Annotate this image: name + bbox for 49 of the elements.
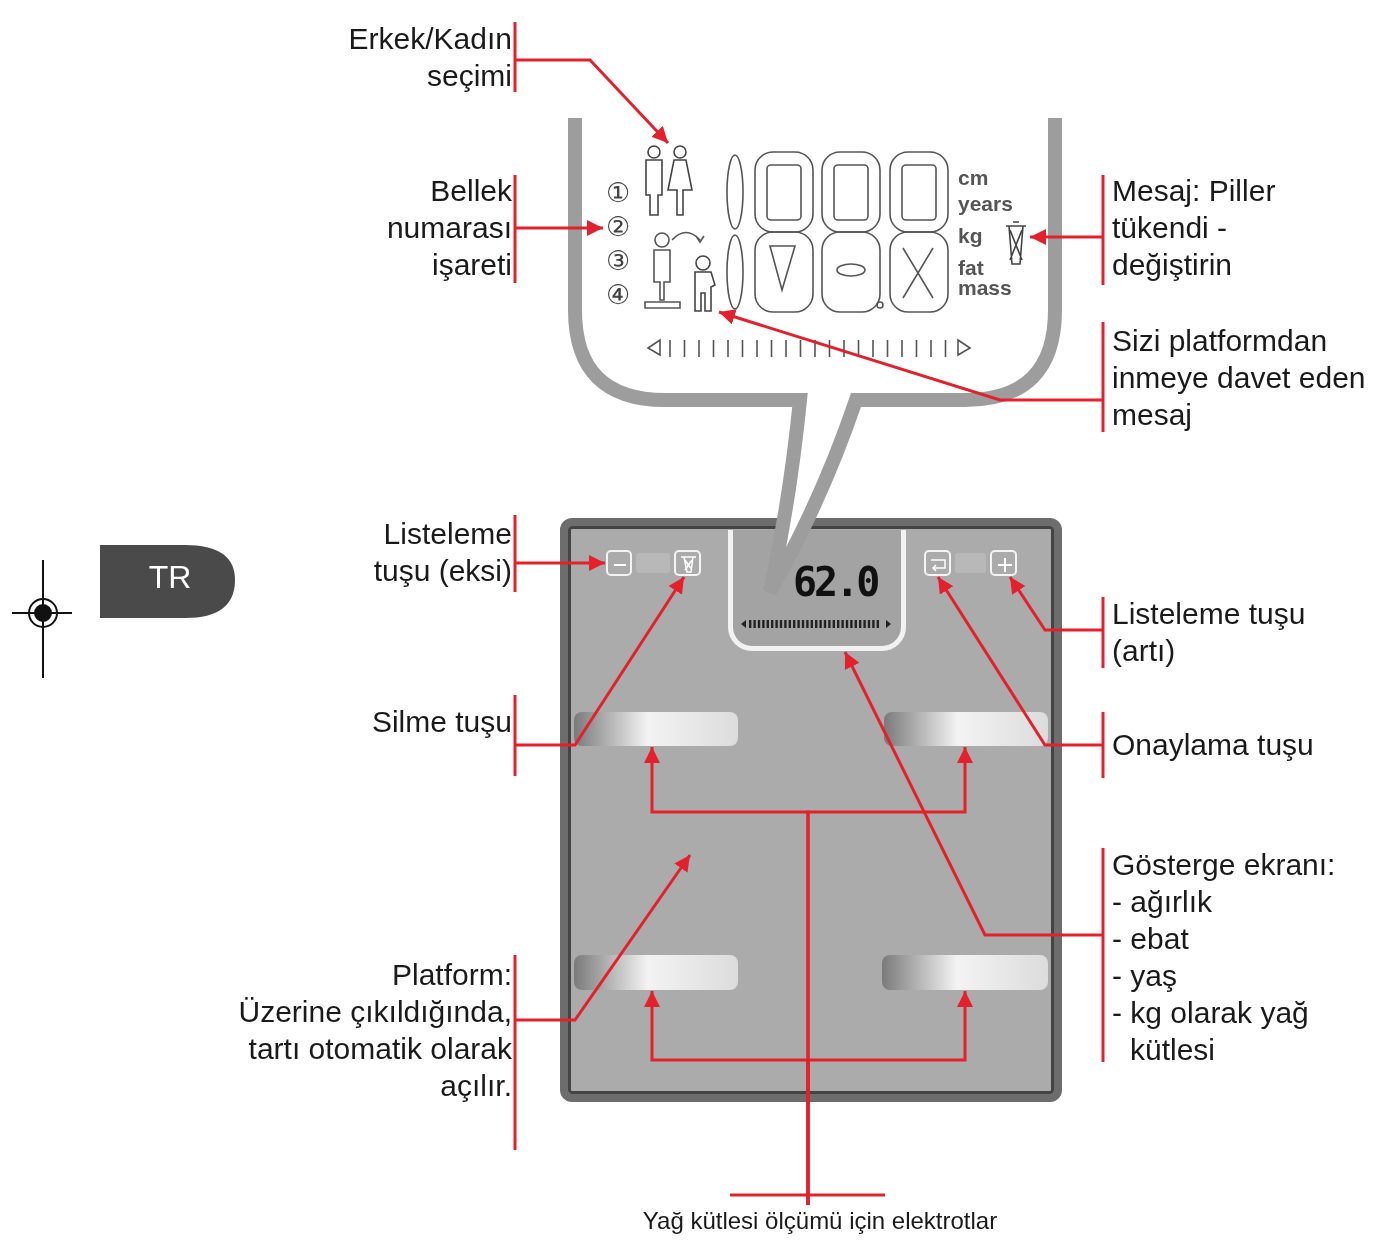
list-item: - ebat	[1112, 921, 1190, 957]
list-item: - kg olarak yağ kütlesi	[1112, 995, 1310, 1068]
electrode-pad	[574, 712, 738, 746]
memory-number: ②	[606, 212, 630, 242]
gender-icons	[643, 145, 693, 217]
leader-line	[1008, 576, 1103, 632]
list-item: - yaş	[1112, 958, 1178, 994]
callout-text: Bellek numarası işareti	[352, 172, 512, 283]
battery-icon	[1003, 220, 1029, 266]
callout-text: Yağ kütlesi ölçümü için elektrotlar	[560, 1205, 1080, 1237]
plus-key	[990, 550, 1017, 576]
leader-line	[936, 576, 1103, 747]
scale-platform	[560, 518, 1062, 1102]
confirm-key	[924, 550, 951, 576]
leader-line	[718, 309, 1103, 402]
callout-text: Sizi platformdan inmeye davet eden mesaj	[1112, 322, 1382, 433]
unit-label: kg	[958, 226, 983, 246]
electrode-pad	[884, 712, 1048, 746]
electrode-pad	[574, 955, 738, 990]
memory-number: ③	[606, 246, 630, 276]
callout-text: Listeleme tuşu (artı)	[1112, 595, 1362, 669]
electrode-pad	[882, 955, 1048, 990]
memory-number: ④	[606, 280, 630, 310]
unit-label: fat mass	[958, 258, 1013, 298]
leader-line	[515, 555, 605, 571]
weight-reading: 62.0	[793, 560, 878, 604]
scale-display	[728, 530, 906, 651]
leader-line	[515, 576, 686, 747]
callout-text: Onaylama tuşu	[1112, 726, 1372, 763]
leader-line	[515, 58, 670, 145]
leader-line	[515, 220, 603, 236]
leader-line	[806, 991, 973, 1205]
unit-label: years	[958, 194, 1013, 214]
callout-text: Üzerine çıkıldığında, tartı otomatik olarak açılır.	[237, 994, 512, 1104]
unit-label: cm	[958, 168, 989, 188]
callout-text: Silme tuşu	[322, 703, 512, 740]
callout-heading: Platform:	[390, 957, 512, 993]
leader-line	[515, 854, 692, 1022]
memory-number: ①	[606, 178, 630, 208]
leader-line	[843, 651, 1103, 937]
callout-text: Mesaj: Piller tükendi - değiştirin	[1112, 172, 1327, 283]
callout-heading: Gösterge ekranı:	[1112, 847, 1337, 883]
language-code: TR	[147, 558, 193, 597]
callout-text: Listeleme tuşu (eksi)	[347, 515, 512, 589]
minus-key	[606, 550, 632, 576]
clear-key	[674, 550, 701, 576]
list-item: - ağırlık	[1112, 884, 1214, 920]
leader-line	[1030, 229, 1103, 245]
callout-text: Erkek/Kadın seçimi	[322, 20, 512, 94]
